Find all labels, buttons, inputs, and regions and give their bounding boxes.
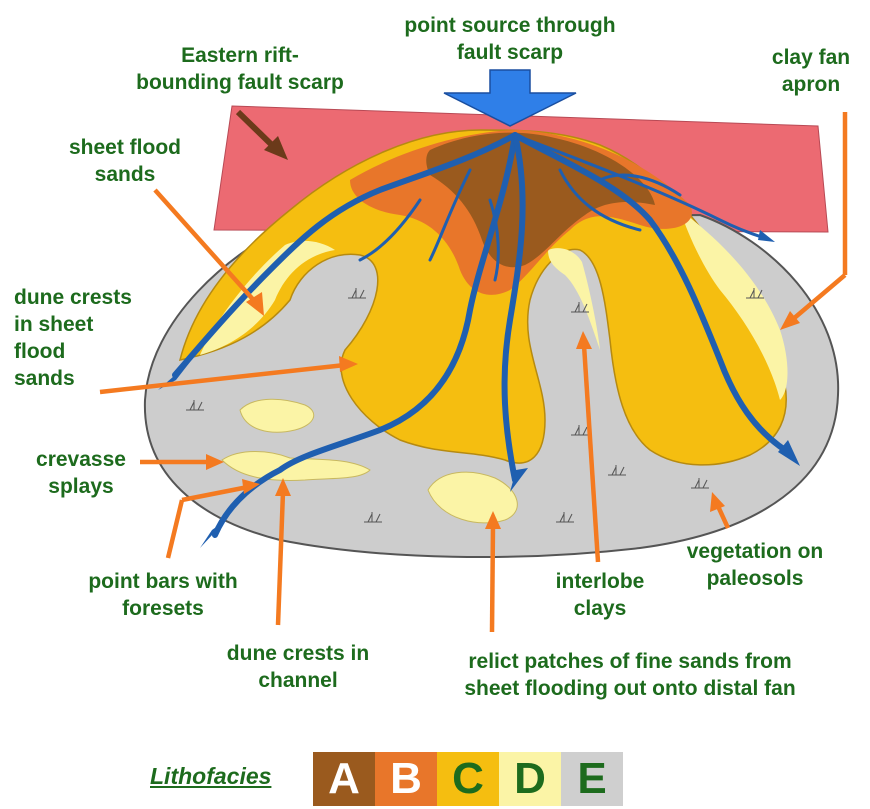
legend-swatch-c: C: [437, 752, 499, 806]
legend-swatch-a: A: [313, 752, 375, 806]
label-eastern-rift-scarp: Eastern rift- bounding fault scarp: [100, 42, 380, 96]
legend-swatch-b: B: [375, 752, 437, 806]
label-sheet-flood-sands: sheet flood sands: [40, 134, 210, 188]
label-clay-fan-apron: clay fan apron: [758, 44, 864, 98]
label-dune-crests-channel: dune crests in channel: [198, 640, 398, 694]
label-point-source: point source through fault scarp: [375, 12, 645, 66]
label-crevasse-splays: crevasse splays: [6, 446, 156, 500]
label-dune-crests-sheet: dune crests in sheet flood sands: [14, 284, 174, 392]
legend-swatch-e: E: [561, 752, 623, 806]
label-relict-patches: relict patches of fine sands from sheet …: [410, 648, 850, 702]
label-point-bars: point bars with foresets: [58, 568, 268, 622]
legend-title: Lithofacies: [150, 762, 271, 790]
label-interlobe-clays: interlobe clays: [535, 568, 665, 622]
legend-swatch-d: D: [499, 752, 561, 806]
label-vegetation-paleosols: vegetation on paleosols: [660, 538, 850, 592]
